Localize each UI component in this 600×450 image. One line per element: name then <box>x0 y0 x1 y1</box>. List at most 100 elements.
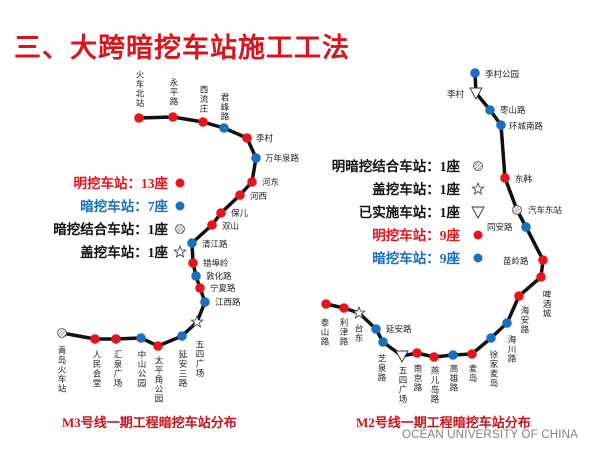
legend-label: 盖挖车站：1座 <box>80 245 168 260</box>
m2-legend: 明暗挖结合车站：1座 盖挖车站：1座 已实施车站：1座 明挖车站：9座 暗挖车站… <box>300 155 460 270</box>
m3-station-marker-mined <box>177 331 187 341</box>
m2-station-marker-open <box>429 352 439 362</box>
legend-label: 明挖车站：9座 <box>372 228 460 243</box>
m2-station-label: 环城南路 <box>509 121 544 132</box>
m3-station-marker-mined <box>136 333 146 343</box>
m2-legend-mined: 暗挖车站：9座 <box>300 247 460 270</box>
m2-station-label: 芝泉路 <box>376 353 386 382</box>
m2-station-label: 燕儿岛路 <box>429 365 439 404</box>
m2-station-label: 同安路 <box>487 222 513 233</box>
m3-station-label: 保儿 <box>231 208 249 219</box>
m2-station-marker-mined <box>371 324 381 334</box>
triangle-icon <box>471 206 485 219</box>
m2-station-label: 东韩 <box>515 174 533 185</box>
m2-station-label: 海川路 <box>506 334 516 363</box>
hatched-circle-icon <box>175 224 185 234</box>
legend-label: 已实施车站：1座 <box>358 205 460 220</box>
m2-station-marker-mined <box>496 120 506 130</box>
m2-station-label: 利津路 <box>338 317 348 346</box>
m2-station-marker-mined <box>486 333 496 343</box>
m3-station-label: 宁夏路 <box>210 283 236 294</box>
legend-dot-open <box>175 178 185 188</box>
m3-station-marker-open <box>247 177 257 187</box>
m2-station-marker-mined <box>502 318 512 328</box>
m2-station-marker-mined <box>448 350 458 360</box>
m2-track <box>325 72 545 359</box>
triangle-icon <box>395 350 409 363</box>
m2-legend-combined: 明暗挖结合车站：1座 <box>300 155 460 178</box>
m3-station-label: 人民会堂 <box>91 350 101 388</box>
m2-station-marker-mined <box>378 337 388 347</box>
m3-station-label: 清江路 <box>202 239 228 250</box>
m2-station-marker-mined <box>485 105 495 115</box>
m2-station-label: 李村 <box>447 89 465 100</box>
m3-station-label: 敦化路 <box>206 271 232 282</box>
m2-station-marker-open <box>536 272 546 282</box>
hatched-circle-icon <box>512 205 522 215</box>
m3-station-label: 万年泉路 <box>265 153 300 164</box>
legend-label: 明暗挖结合车站：1座 <box>331 159 460 174</box>
m3-legend: 明挖车站：13座 暗挖车站：7座 暗挖结合车站：1座 盖挖车站：1座 <box>40 172 168 264</box>
m2-station-label: 李村公园 <box>485 69 519 80</box>
m2-station-label: 海安路 <box>519 305 529 334</box>
m3-station-marker-open <box>195 283 205 293</box>
m2-station-label: 延安路 <box>386 324 412 335</box>
m2-station-marker-mined <box>521 222 531 232</box>
hatched-circle-icon <box>473 161 483 171</box>
m2-station-label: 枣山路 <box>500 105 526 116</box>
m3-station-label: 中山公园 <box>136 349 146 388</box>
m3-station-marker-mined <box>191 271 201 281</box>
m2-line-map: 李村公园李村枣山路环城南路东韩汽车东站同安路苗岭路啤酒城海安路海川路徐家麦岛麦岛… <box>319 68 563 404</box>
m3-legend-combined: 暗挖结合车站：1座 <box>40 218 168 241</box>
triangle-icon <box>469 87 483 100</box>
m3-legend-cover: 盖挖车站：1座 <box>40 241 168 264</box>
star-icon <box>352 305 366 319</box>
m3-legend-open: 明挖车站：13座 <box>40 172 169 195</box>
m2-station-marker-open <box>538 255 548 265</box>
m3-station-marker-mined <box>187 238 197 248</box>
m2-station-label: 南京路 <box>412 363 422 392</box>
m2-station-marker-open <box>321 299 331 309</box>
m3-station-marker-open <box>153 341 163 351</box>
m3-station-label: 河西 <box>250 191 267 202</box>
footer-university: OCEAN UNIVERSITY OF CHINA <box>402 429 579 441</box>
m3-station-label: 错埠岭 <box>203 258 229 269</box>
legend-label: 盖挖车站：1座 <box>372 182 460 197</box>
m3-station-marker-open <box>216 208 226 218</box>
m2-caption: M2号线一期工程暗挖车站分布 <box>356 415 531 430</box>
slide-title: 三、大跨暗挖车站施工工法 <box>14 33 350 64</box>
m3-station-label: 汇泉广场 <box>112 350 122 388</box>
m2-station-label: 徐家麦岛 <box>488 349 498 388</box>
m3-station-marker-mined <box>200 297 210 307</box>
m2-station-marker-open <box>467 349 477 359</box>
m2-station-label: 泰山路 <box>319 317 329 346</box>
m3-station-label: 河东 <box>262 177 279 188</box>
m2-station-marker-mined <box>470 68 480 78</box>
m3-station-label: 君峰路 <box>219 93 229 122</box>
m2-station-marker-open <box>412 348 422 358</box>
star-icon <box>471 181 485 195</box>
m3-station-marker-open <box>207 220 217 230</box>
m2-station-label: 五四广场 <box>397 366 407 404</box>
m3-line-map: 火车北站永平路西流庄君峰路李村万年泉路河东河西保儿双山清江路错埠岭敦化路宁夏路江… <box>56 70 300 404</box>
m3-station-marker-mined <box>251 153 261 163</box>
m3-station-marker-open <box>111 334 121 344</box>
m2-station-marker-open <box>514 291 524 301</box>
star-icon <box>173 244 187 258</box>
m2-legend-cover: 盖挖车站：1座 <box>300 178 460 201</box>
m3-station-marker-mined <box>219 123 229 133</box>
m3-station-label: 延安三路 <box>177 349 187 388</box>
m3-station-label: 永平路 <box>168 77 178 106</box>
m3-station-label: 青岛火车站 <box>56 345 66 393</box>
m3-legend-mined: 暗挖车站：7座 <box>40 195 168 218</box>
m3-station-label: 太平角公园 <box>153 355 163 403</box>
m3-station-label: 火车北站 <box>134 70 144 108</box>
legend-dot-mined <box>175 201 185 211</box>
m3-station-marker-open <box>198 117 208 127</box>
m3-station-marker-open <box>188 258 198 268</box>
hatched-circle-icon <box>57 328 67 338</box>
legend-label: 明挖车站：13座 <box>73 176 169 191</box>
m2-station-label: 台东 <box>353 323 363 343</box>
m3-station-label: 李村 <box>256 133 274 144</box>
m2-station-marker-open <box>500 173 510 183</box>
